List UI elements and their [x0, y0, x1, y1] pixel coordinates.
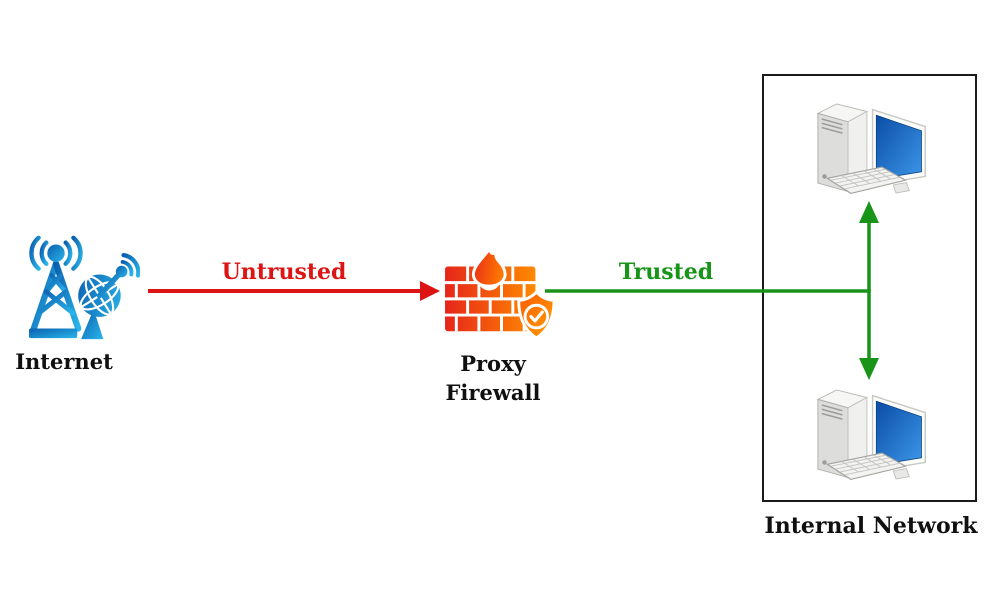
desktop-computer-icon-bottom — [817, 389, 927, 481]
firewall-icon — [445, 236, 556, 340]
proxy-firewall-label-line1: Proxy — [460, 351, 526, 376]
untrusted-arrowhead — [420, 281, 440, 301]
shield-check-icon — [517, 290, 556, 340]
internal-network-label: Internal Network — [764, 513, 978, 539]
trusted-edge-label: Trusted — [618, 259, 714, 285]
proxy-firewall-label-line2: Firewall — [445, 380, 541, 405]
untrusted-edge-label: Untrusted — [221, 259, 347, 285]
desktop-computer-icon-top — [817, 103, 927, 195]
proxy-firewall-label: Proxy Firewall — [413, 349, 573, 407]
internet-label: Internet — [15, 349, 113, 374]
internal-network-box — [762, 74, 977, 502]
internet-icon — [28, 235, 140, 340]
flame-icon — [471, 236, 507, 288]
